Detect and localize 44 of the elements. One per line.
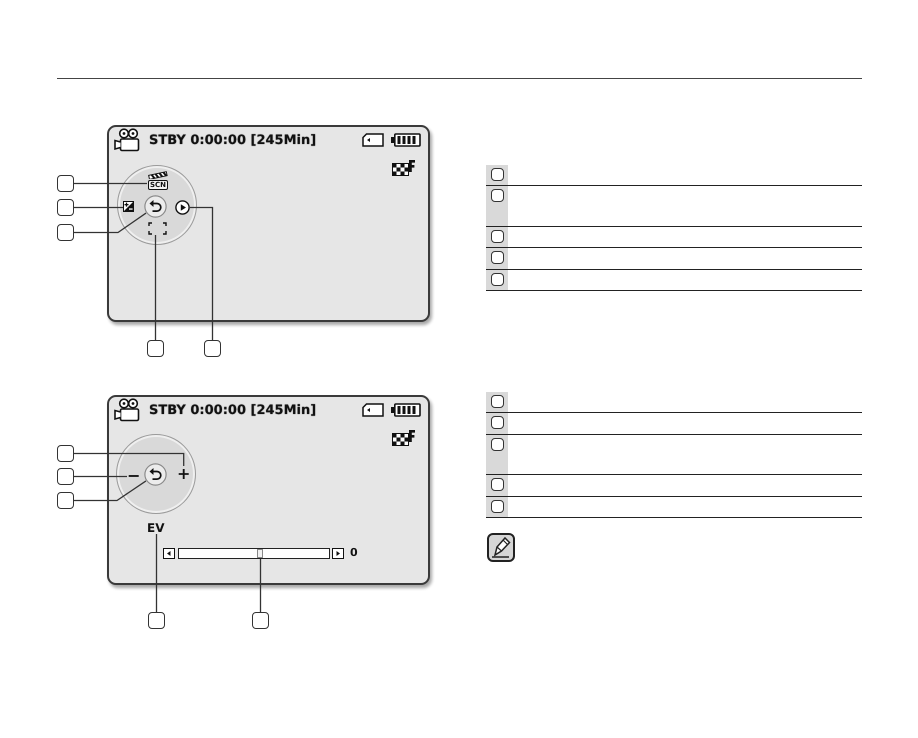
- callout-marker: [252, 612, 269, 629]
- callout-marker: [57, 468, 74, 485]
- exposure-icon: [123, 201, 134, 212]
- back-icon: [144, 463, 167, 486]
- callout-marker: [490, 438, 504, 451]
- leader-line: [74, 182, 147, 184]
- callout-marker: [57, 492, 74, 509]
- leader-line: [74, 476, 127, 478]
- plus-sign: +: [177, 466, 190, 482]
- callout-marker: [204, 340, 221, 357]
- status-readout: STBY 0:00:00 [245Min]: [149, 133, 316, 148]
- callout-marker: [490, 416, 504, 429]
- lcd-screen: [107, 125, 430, 322]
- leader-line: [74, 206, 123, 208]
- callout-marker: [57, 445, 74, 462]
- leader-line: [74, 212, 146, 234]
- leader-line: [156, 534, 158, 612]
- callout-marker: [490, 478, 504, 491]
- exposure-label: EV: [147, 522, 164, 534]
- callout-marker: [147, 340, 164, 357]
- leader-line: [190, 206, 214, 340]
- slider-track: [178, 548, 330, 559]
- leader-line: [74, 452, 184, 466]
- leader-line: [74, 480, 146, 502]
- callout-marker: [57, 175, 74, 192]
- callout-marker: [490, 395, 504, 408]
- callout-marker: [57, 224, 74, 241]
- minus-sign: −: [127, 468, 140, 484]
- callout-marker: [490, 500, 504, 513]
- callout-marker: [490, 230, 504, 243]
- focus-frame-icon: [148, 222, 167, 235]
- callout-marker: [490, 168, 504, 181]
- callout-marker: [490, 251, 504, 264]
- play-icon: [175, 200, 190, 215]
- exposure-value: 0: [350, 547, 358, 558]
- back-icon: [144, 195, 167, 218]
- callout-marker: [490, 189, 504, 202]
- callout-marker: [57, 199, 74, 216]
- status-readout: STBY 0:00:00 [245Min]: [149, 403, 316, 418]
- leader-line: [154, 235, 156, 340]
- leader-line: [260, 559, 262, 612]
- callout-marker: [148, 612, 165, 629]
- lcd-screen: [107, 395, 430, 585]
- callout-marker: [490, 273, 504, 286]
